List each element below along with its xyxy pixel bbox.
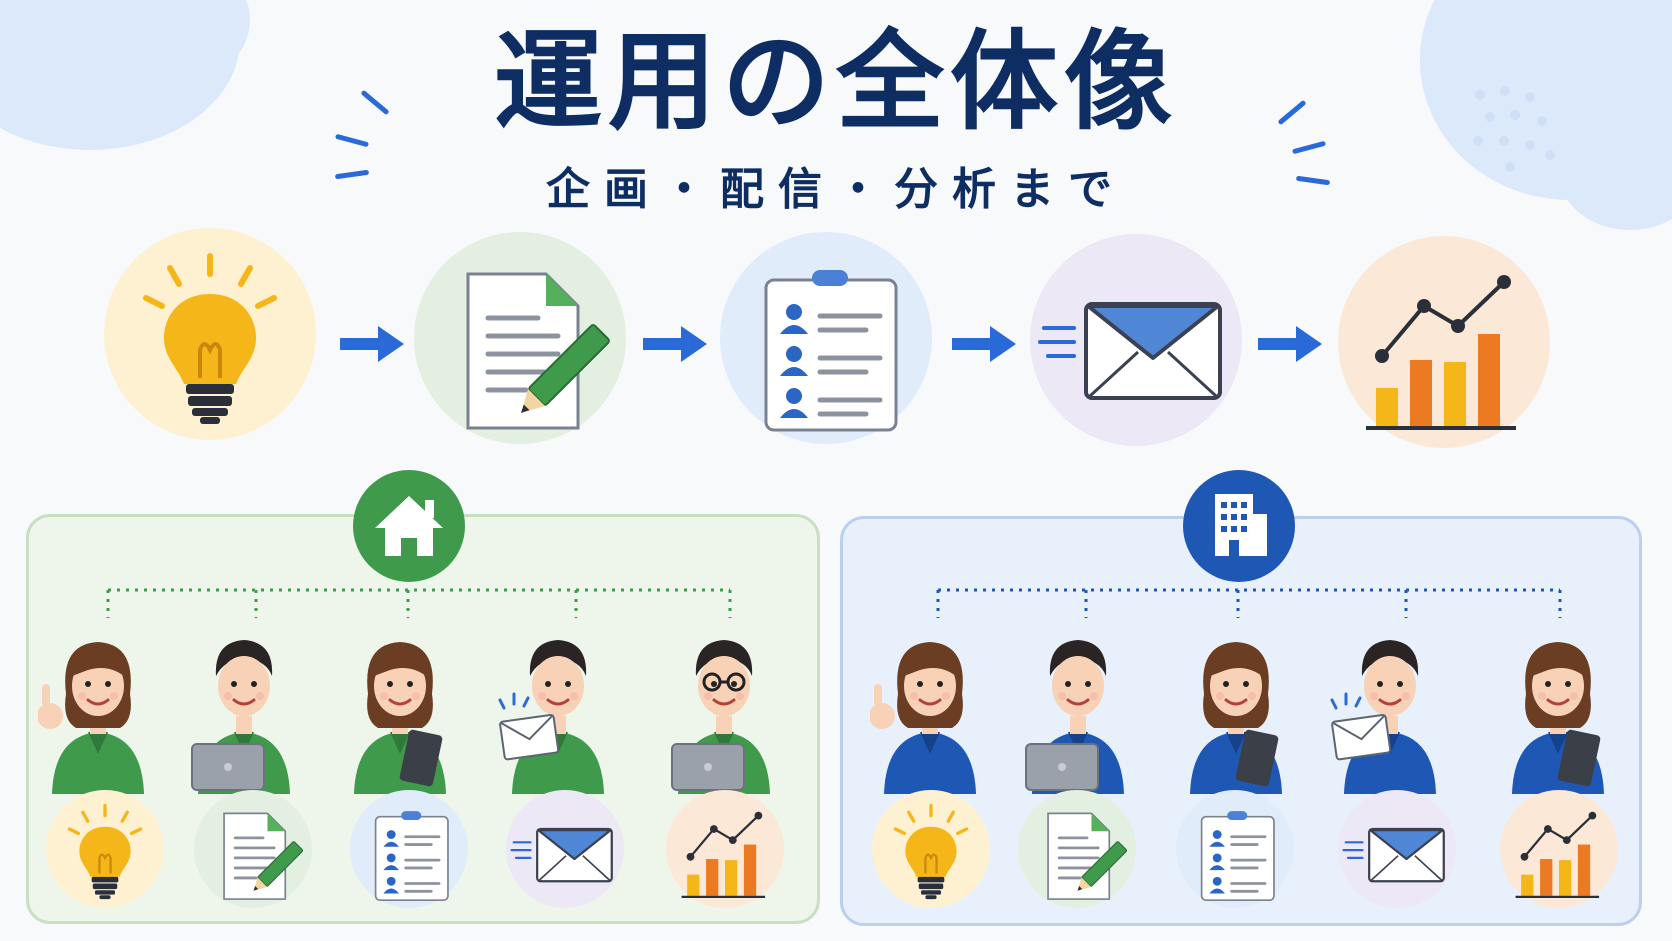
office-member-3: [1190, 642, 1282, 794]
home-step-5: [666, 790, 784, 908]
page-title: 運用の全体像: [493, 20, 1178, 145]
home-member-2: [191, 640, 290, 794]
home-member-4: [498, 640, 604, 794]
office-member-2: [1025, 640, 1124, 794]
envelope-icon: [510, 827, 613, 883]
flow-arrow-4: [1258, 326, 1322, 362]
clipboard-list-icon: [374, 811, 449, 902]
decor-blob-top-right-2: [1560, 120, 1672, 230]
office-step-4: [1338, 790, 1456, 908]
decor-dots: [1473, 86, 1555, 172]
office-step-1: [872, 790, 990, 908]
home-step-1: [46, 790, 164, 908]
lightbulb-icon: [893, 803, 969, 900]
document-pencil-icon: [223, 812, 304, 900]
office-step-3: [1176, 790, 1294, 908]
home-badge: [353, 470, 465, 582]
lightbulb-icon: [67, 803, 143, 900]
envelope-icon: [1342, 827, 1445, 883]
office-step-2: [1018, 790, 1136, 908]
step-plan: [104, 228, 316, 440]
home-step-4: [506, 790, 624, 908]
home-member-5: [671, 640, 770, 794]
home-member-1: [38, 642, 144, 794]
bar-chart-icon: [1515, 811, 1600, 898]
bar-chart-icon: [681, 811, 766, 898]
step-target-list: [720, 232, 932, 444]
clipboard-list-icon: [1200, 811, 1275, 902]
building-icon: [1215, 494, 1267, 556]
office-member-4: [1330, 640, 1436, 794]
flow-arrow-3: [952, 326, 1016, 362]
house-icon: [375, 496, 443, 556]
office-badge: [1183, 470, 1295, 582]
office-step-5: [1500, 790, 1618, 908]
flow-arrow-2: [643, 326, 707, 362]
home-step-2: [194, 790, 312, 908]
step-deliver: [1030, 234, 1242, 446]
step-create: [414, 232, 626, 444]
clipboard-list-icon: [764, 270, 898, 432]
home-member-3: [354, 642, 446, 794]
document-pencil-icon: [1047, 812, 1128, 900]
page-subtitle: 企画・配信・分析まで: [546, 164, 1126, 215]
lightbulb-icon: [143, 253, 277, 424]
envelope-icon: [1038, 302, 1222, 400]
home-step-3: [350, 790, 468, 908]
flow-arrow-1: [340, 326, 404, 362]
bar-chart-icon: [1366, 275, 1516, 430]
office-member-5: [1512, 642, 1604, 794]
office-member-1: [870, 642, 976, 794]
step-analyze: [1338, 236, 1550, 448]
document-pencil-icon: [466, 272, 610, 430]
